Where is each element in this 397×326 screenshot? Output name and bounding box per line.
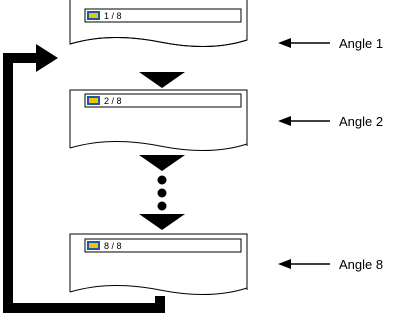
- down-arrow: [139, 72, 185, 88]
- down-arrow: [139, 214, 185, 230]
- angle-indicator-box: [84, 238, 242, 253]
- angle-caption: Angle 8: [339, 257, 383, 272]
- screen-frame: [69, 0, 248, 47]
- screen-bottom-wave: [69, 141, 248, 151]
- angle-indicator-text: 2 / 8: [104, 96, 122, 106]
- camera-angle-icon: [87, 11, 100, 20]
- screen-angle-2: 2 / 8: [69, 89, 248, 151]
- caption-angle-8: Angle 8: [278, 257, 383, 272]
- angle-indicator-box: [84, 93, 242, 108]
- screen-angle-8: 8 / 8: [69, 233, 248, 295]
- angle-indicator-text: 8 / 8: [104, 241, 122, 251]
- ellipsis-dots: [157, 175, 167, 211]
- angle-caption: Angle 1: [339, 36, 383, 51]
- angle-indicator-text: 1 / 8: [104, 11, 122, 21]
- screen-frame: [69, 233, 248, 292]
- screen-bottom-wave: [69, 37, 248, 47]
- caption-angle-2: Angle 2: [278, 114, 383, 129]
- screen-bottom-wave: [69, 285, 248, 295]
- angle-indicator-box: [84, 8, 242, 23]
- screen-angle-1: 1 / 8: [69, 0, 248, 47]
- screen-frame: [69, 89, 248, 148]
- down-arrow: [139, 155, 185, 171]
- camera-angle-icon: [87, 241, 100, 250]
- loop-back-arrow: [3, 44, 165, 313]
- caption-angle-1: Angle 1: [278, 36, 383, 51]
- angle-caption: Angle 2: [339, 114, 383, 129]
- camera-angle-icon: [87, 96, 100, 105]
